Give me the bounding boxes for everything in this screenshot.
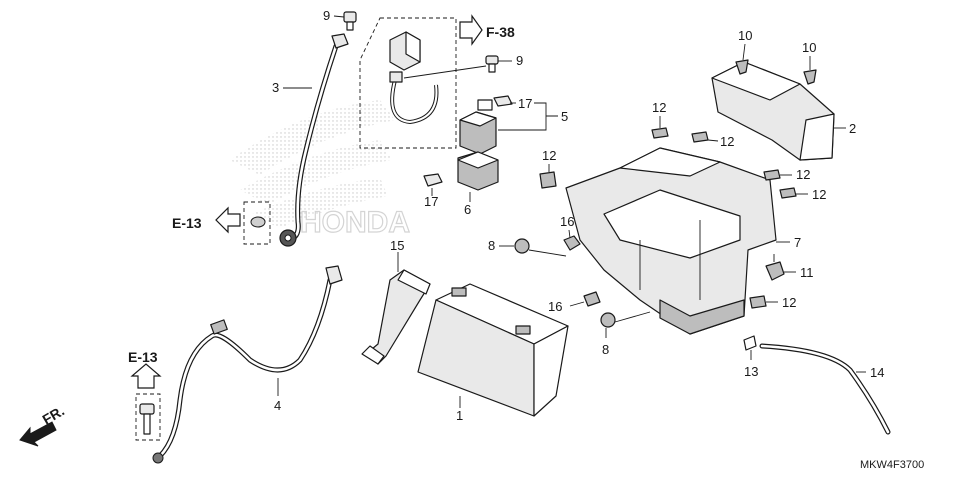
battery-cover-2 bbox=[711, 61, 835, 161]
relay-harness bbox=[389, 71, 439, 125]
drawing-code: MKW4F3700 bbox=[860, 459, 924, 471]
callout-12b: 12 bbox=[720, 134, 734, 149]
battery-1 bbox=[417, 283, 569, 417]
bolt-8-lower bbox=[600, 311, 651, 328]
callout-12c: 12 bbox=[542, 148, 556, 163]
callout-17b: 17 bbox=[424, 194, 438, 209]
callout-11: 11 bbox=[800, 265, 814, 280]
bolt-9-top bbox=[343, 11, 357, 31]
callout-8a: 8 bbox=[488, 238, 495, 253]
battery-cable-4 bbox=[152, 265, 343, 464]
fr-label: FR. bbox=[40, 402, 68, 427]
e13-bottom-arrow-icon bbox=[130, 363, 162, 389]
watermark-text: HONDA bbox=[300, 206, 410, 239]
callout-1: 1 bbox=[456, 408, 463, 423]
callout-10a: 10 bbox=[738, 28, 752, 43]
callout-12f: 12 bbox=[782, 295, 796, 310]
ref-e13-bottom: E-13 bbox=[128, 349, 158, 365]
bolt-9-second bbox=[485, 55, 499, 73]
clip-12-b bbox=[691, 131, 709, 143]
clip-12-f bbox=[749, 295, 767, 309]
callout-16a: 16 bbox=[560, 214, 574, 229]
callout-3: 3 bbox=[272, 80, 279, 95]
relay-cover bbox=[389, 31, 421, 71]
clip-10-left bbox=[735, 59, 749, 75]
ref-f38: F-38 bbox=[486, 24, 515, 40]
e13-left-arrow-icon bbox=[215, 206, 241, 234]
front-direction-arrow-icon: FR. bbox=[19, 402, 68, 447]
callout-13: 13 bbox=[744, 364, 758, 379]
callout-12e: 12 bbox=[812, 187, 826, 202]
callout-10b: 10 bbox=[802, 40, 816, 55]
clip-17-lower bbox=[423, 173, 443, 187]
battery-band-15 bbox=[361, 269, 431, 365]
washer-e13-left bbox=[250, 216, 266, 228]
relay-6 bbox=[457, 151, 499, 191]
battery-cable-3 bbox=[279, 33, 349, 247]
fastener-11 bbox=[765, 254, 785, 281]
callout-14: 14 bbox=[870, 365, 884, 380]
clip-12-d bbox=[763, 169, 781, 181]
drain-tube-14 bbox=[759, 343, 891, 435]
f38-arrow-icon bbox=[459, 14, 483, 46]
callout-12d: 12 bbox=[796, 167, 810, 182]
callout-8b: 8 bbox=[602, 342, 609, 357]
clip-12-a bbox=[651, 127, 669, 139]
clip-12-e bbox=[779, 187, 797, 199]
e13-left-box bbox=[243, 201, 271, 245]
callout-17a: 17 bbox=[518, 96, 532, 111]
battery-box-7 bbox=[565, 147, 777, 335]
callout-12a: 12 bbox=[652, 100, 666, 115]
callout-16b: 16 bbox=[548, 299, 562, 314]
callout-6: 6 bbox=[464, 202, 471, 217]
callout-15: 15 bbox=[390, 238, 404, 253]
clip-10-right bbox=[803, 69, 817, 85]
callout-7: 7 bbox=[794, 235, 801, 250]
clip-17-top bbox=[493, 95, 513, 107]
e13-bottom-box bbox=[135, 393, 161, 441]
relay-group-box bbox=[359, 17, 457, 149]
clip-12-c bbox=[539, 171, 557, 189]
callout-2: 2 bbox=[849, 121, 856, 136]
bolt-8-upper bbox=[514, 238, 567, 257]
honda-wing-watermark: HONDA bbox=[230, 100, 411, 240]
callout-9a: 9 bbox=[323, 8, 330, 23]
ref-e13-left: E-13 bbox=[172, 215, 202, 231]
bolt-16-upper bbox=[563, 235, 581, 251]
callout-5: 5 bbox=[561, 109, 568, 124]
bolt-e13-bottom bbox=[139, 403, 155, 435]
starter-relay bbox=[459, 99, 497, 155]
bolt-16-lower bbox=[583, 291, 601, 307]
callout-4: 4 bbox=[274, 398, 281, 413]
clip-13 bbox=[743, 335, 757, 351]
callout-9b: 9 bbox=[516, 53, 523, 68]
